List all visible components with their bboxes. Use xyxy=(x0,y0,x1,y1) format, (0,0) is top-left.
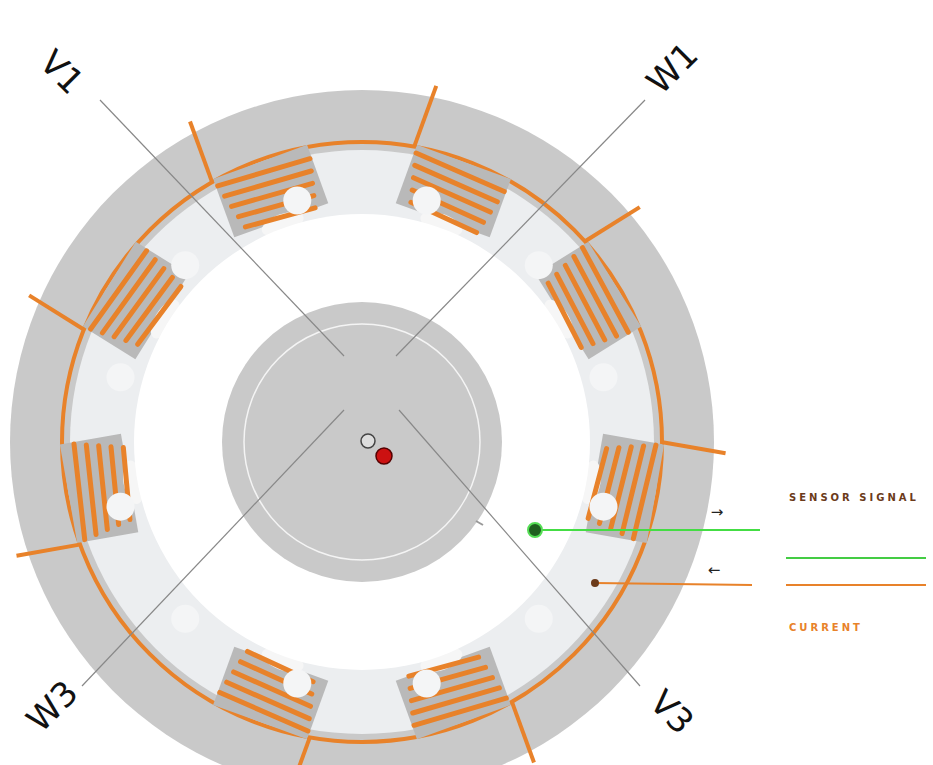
stator-coil xyxy=(572,429,726,553)
stator-slot xyxy=(171,605,199,633)
sensor-wire xyxy=(535,529,760,531)
legend-line xyxy=(786,584,926,586)
rotor-mark xyxy=(476,521,483,525)
leader-line xyxy=(82,410,344,686)
coil-lead xyxy=(190,121,212,181)
hall-sensor xyxy=(528,523,542,537)
stator-tooth xyxy=(60,434,138,543)
legend-line xyxy=(786,557,926,559)
stator-slot xyxy=(413,669,441,697)
phase-label: V1 xyxy=(32,42,92,102)
stator-slot xyxy=(107,493,135,521)
rotor-ring xyxy=(244,324,480,560)
stator-slot xyxy=(171,251,199,279)
stator-slot xyxy=(107,363,135,391)
axis-ball xyxy=(361,434,375,448)
stator-slot xyxy=(283,187,311,215)
stator-slot xyxy=(413,187,441,215)
coil-winding xyxy=(622,445,644,535)
stator-slot xyxy=(283,669,311,697)
legend-text: CURRENT xyxy=(789,622,863,633)
stator-ring xyxy=(70,150,654,734)
coil-lead xyxy=(16,545,79,556)
stator-tooth xyxy=(586,434,664,543)
phase-label: W3 xyxy=(18,672,85,739)
current-point xyxy=(591,579,599,587)
stator-coil xyxy=(0,431,152,555)
coil-lead xyxy=(663,442,726,453)
leader-line xyxy=(100,100,344,356)
phase-label: W1 xyxy=(638,34,705,101)
coil-winding xyxy=(102,257,155,337)
coil-winding xyxy=(91,248,147,333)
stator-housing xyxy=(10,90,714,765)
stator-slot xyxy=(525,605,553,633)
stator-slot xyxy=(525,251,553,279)
stator-slot xyxy=(589,493,617,521)
coil-lead xyxy=(29,295,83,329)
coil-lead xyxy=(414,86,436,146)
coil-lead xyxy=(512,702,534,762)
rotor xyxy=(222,302,502,582)
stator-slot xyxy=(589,363,617,391)
direction-arrow: ← xyxy=(708,561,721,579)
coil-group xyxy=(0,86,726,765)
coil-lead xyxy=(288,738,310,765)
direction-arrow: → xyxy=(711,503,724,521)
coil-wire xyxy=(62,142,662,742)
coil-winding xyxy=(633,444,656,540)
current-wire xyxy=(595,583,752,585)
leader-line xyxy=(396,100,645,356)
leader-line xyxy=(399,410,640,686)
phase-label: V3 xyxy=(642,682,702,742)
legend-text: SENSOR SIGNAL xyxy=(789,492,919,503)
coil-lead xyxy=(585,207,639,241)
stator-bore xyxy=(134,214,590,670)
leader-lines xyxy=(82,100,645,686)
rotor-pole-ball xyxy=(376,448,392,464)
